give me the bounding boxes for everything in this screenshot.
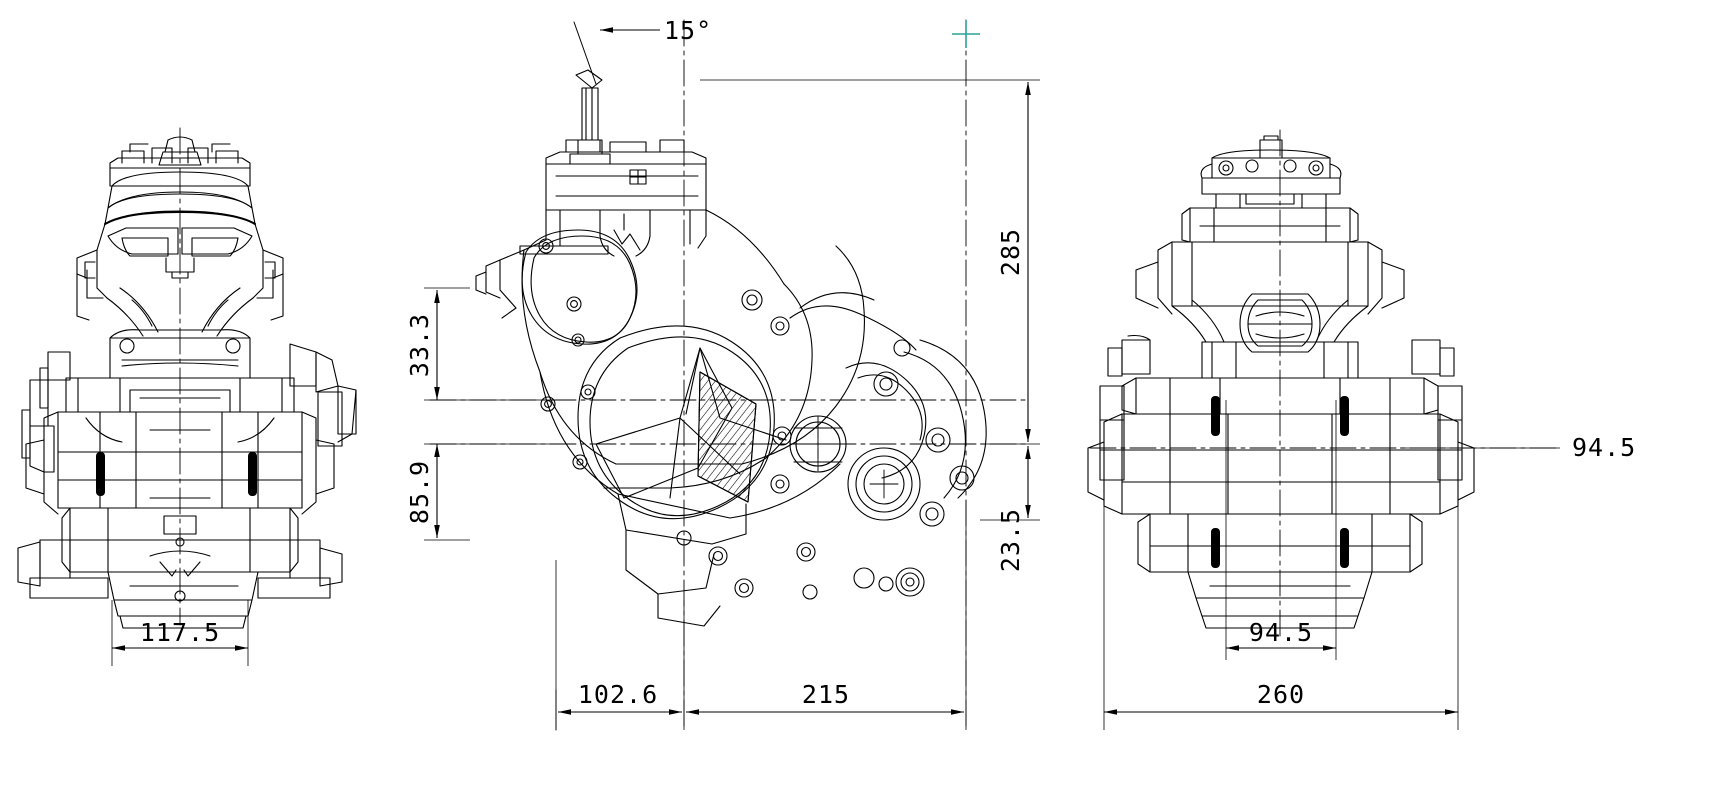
dim-label-side-right-length: 215 bbox=[802, 680, 850, 709]
dim-label-rear-inner-width: 94.5 bbox=[1249, 618, 1313, 647]
dim-label-side-upper-height: 33.3 bbox=[405, 313, 434, 377]
registration-cross-icon bbox=[952, 20, 980, 48]
dim-label-side-left-length: 102.6 bbox=[578, 680, 658, 709]
dim-label-rear-right-height: 94.5 bbox=[1572, 433, 1636, 462]
dim-label-angle: 15° bbox=[664, 16, 712, 45]
dim-label-rear-total-width: 260 bbox=[1257, 680, 1305, 709]
dim-label-side-bottom-height: 23.5 bbox=[996, 508, 1025, 572]
dim-side-total-height bbox=[700, 79, 1040, 521]
dim-rear-total-width bbox=[1103, 500, 1459, 730]
dim-label-front-width: 117.5 bbox=[140, 618, 220, 647]
view-front bbox=[17, 127, 357, 629]
view-rear bbox=[1087, 129, 1561, 641]
dim-label-side-lower-height: 85.9 bbox=[405, 460, 434, 524]
view-side bbox=[429, 19, 1031, 731]
dim-side-lengths bbox=[555, 500, 967, 730]
dim-label-side-total-height: 285 bbox=[996, 228, 1025, 276]
dim-side-heights bbox=[424, 287, 560, 541]
dim-front-width bbox=[111, 600, 249, 666]
dim-rear-inner-width bbox=[1225, 400, 1337, 660]
